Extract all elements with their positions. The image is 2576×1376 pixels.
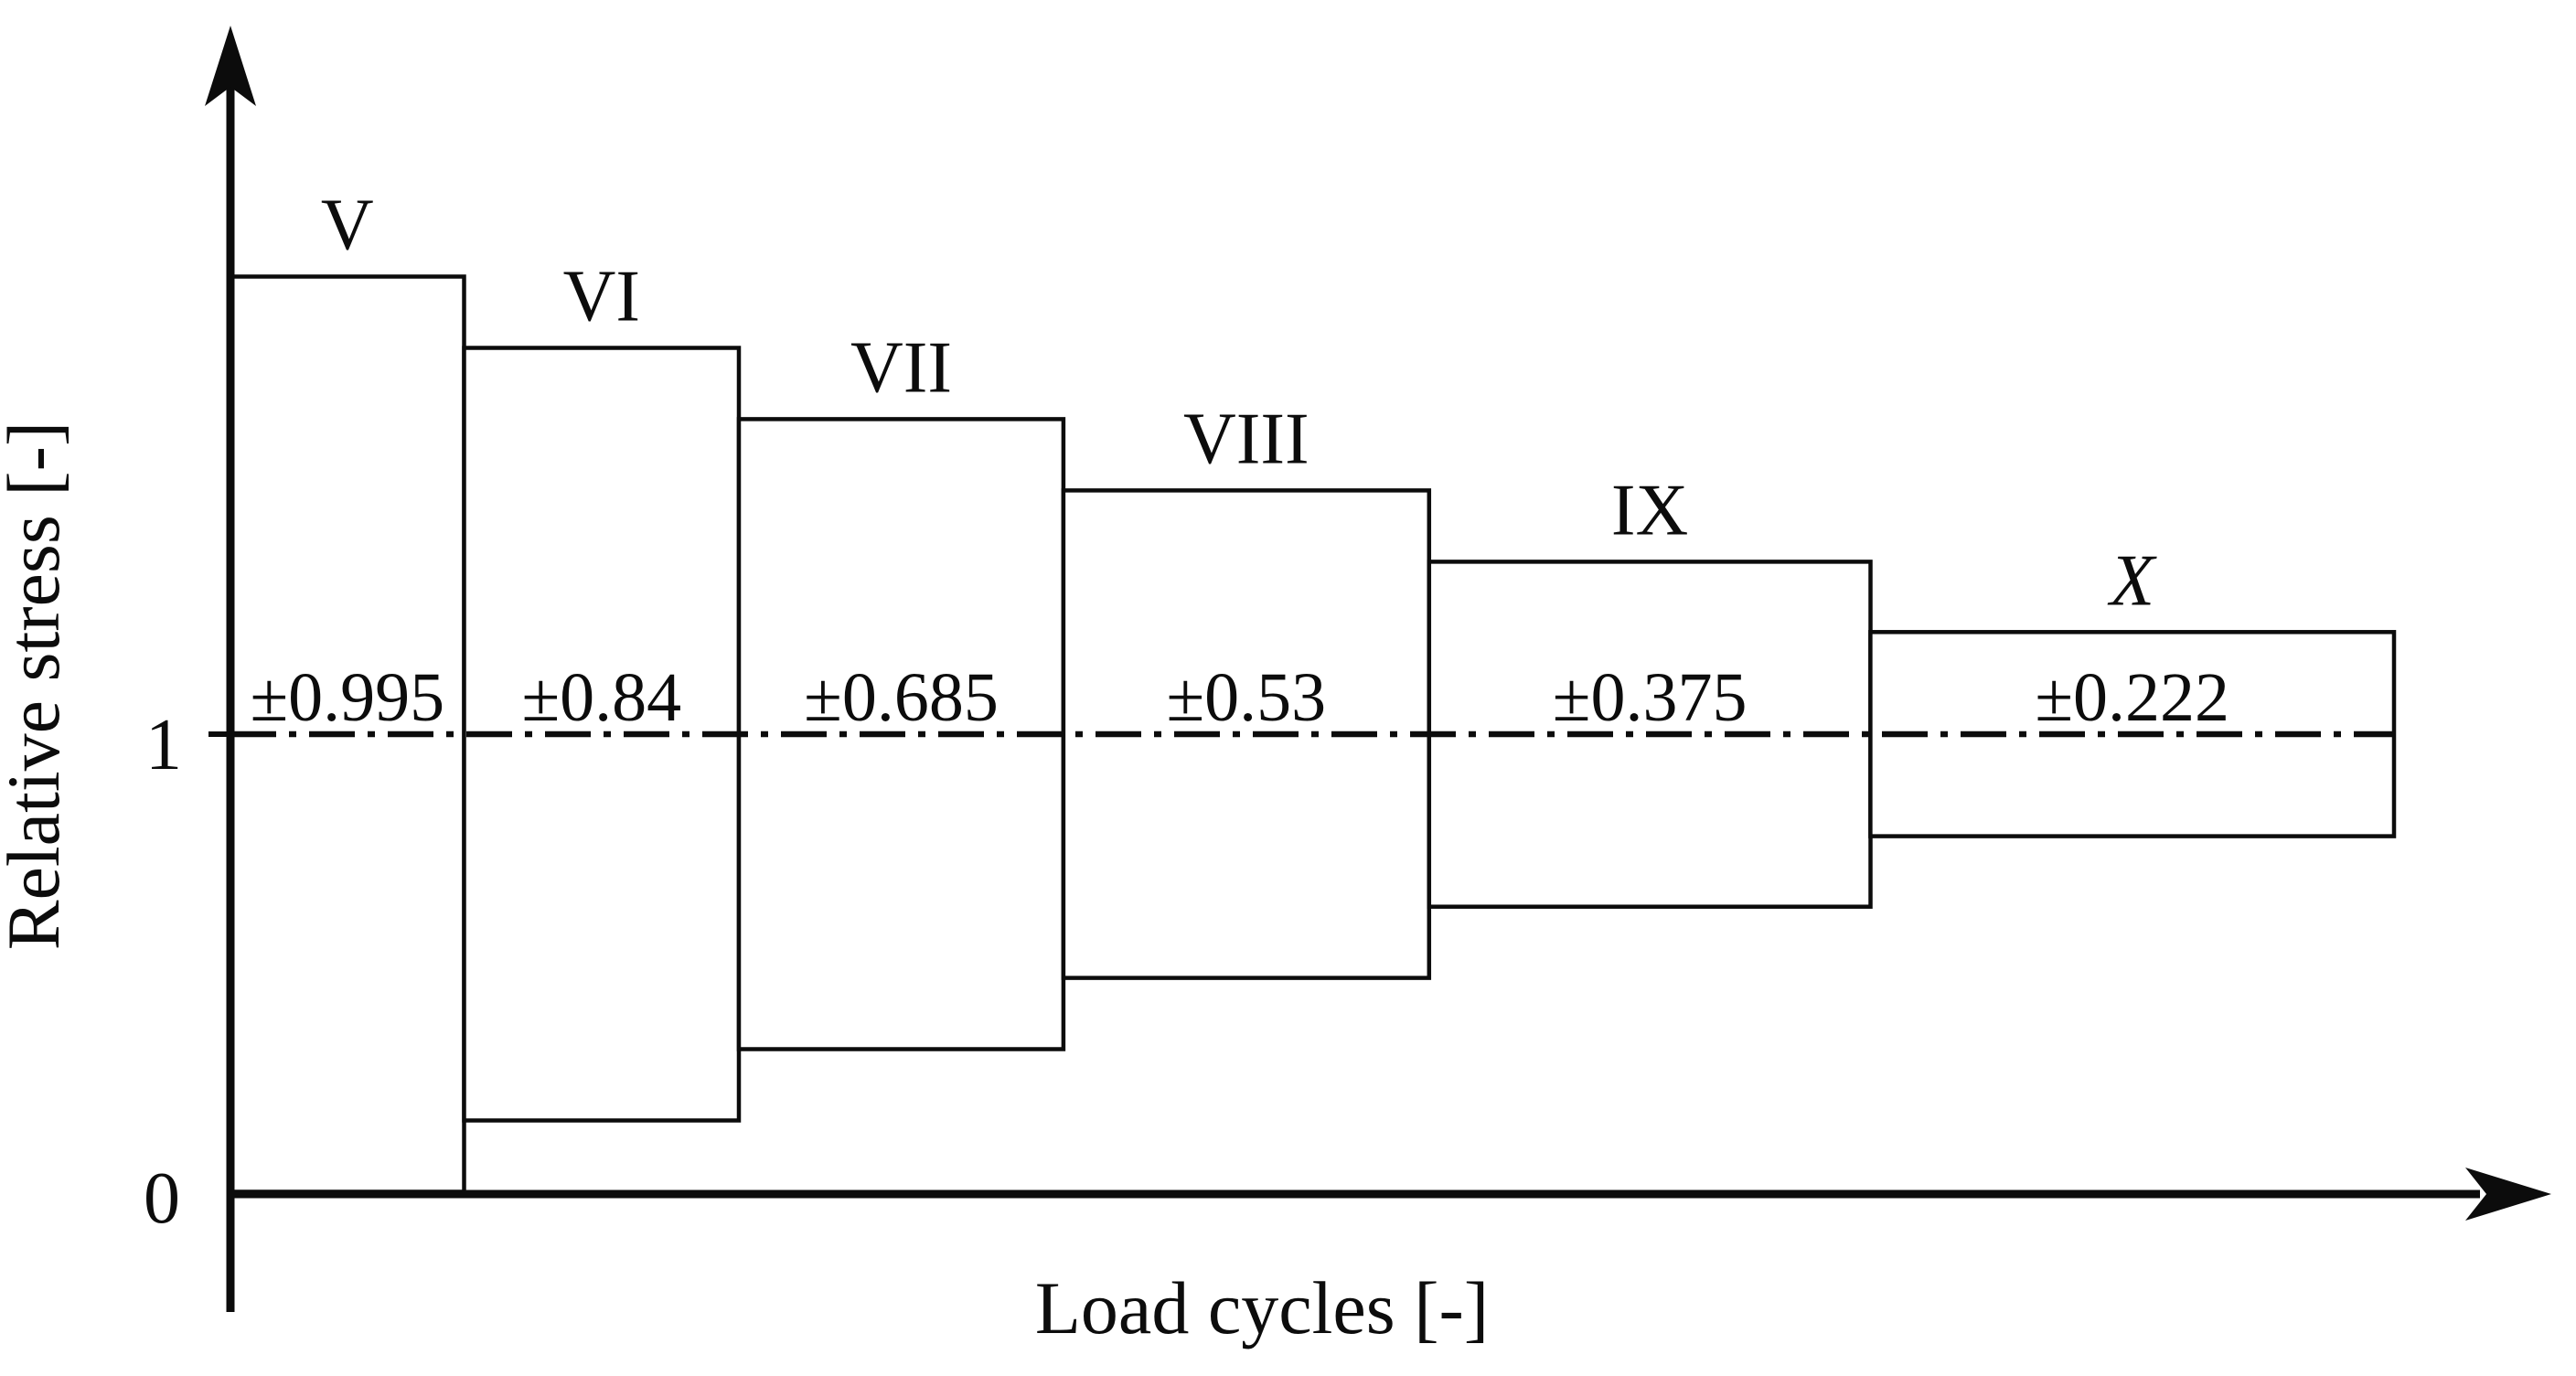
y-tick-label-0: 0 — [144, 1158, 180, 1239]
axes-layer — [205, 26, 2551, 1312]
block-label-VIII: VIII — [1183, 399, 1309, 479]
block-label-VII: VII — [850, 327, 952, 408]
x-axis-title: Load cycles [-] — [1035, 1266, 1489, 1349]
block-amplitude-label-IX: ±0.375 — [1553, 659, 1748, 736]
x-axis-arrowhead-icon — [2465, 1168, 2551, 1221]
block-label-VI: VI — [563, 257, 640, 337]
block-label-X: X — [2107, 540, 2157, 621]
block-labels-layer: V ±0.995 VI ±0.84 VII ±0.685 VIII ±0.53 IX ±0.375… — [250, 186, 2229, 737]
block-amplitude-label-VI: ±0.84 — [521, 659, 681, 736]
block-amplitude-label-VIII: ±0.53 — [1166, 659, 1326, 736]
axis-labels-layer: 1 0 Load cycles [-] Relative stress [-] — [0, 421, 1489, 1349]
block-amplitude-label-X: ±0.222 — [2035, 659, 2229, 736]
block-label-IX: IX — [1611, 470, 1688, 550]
block-label-V: V — [321, 186, 374, 266]
block-amplitude-label-V: ±0.995 — [250, 659, 444, 736]
y-tick-label-1: 1 — [145, 705, 182, 785]
y-axis-title: Relative stress [-] — [0, 421, 75, 950]
block-amplitude-label-VII: ±0.685 — [804, 659, 999, 736]
y-axis-arrowhead-icon — [205, 26, 256, 106]
